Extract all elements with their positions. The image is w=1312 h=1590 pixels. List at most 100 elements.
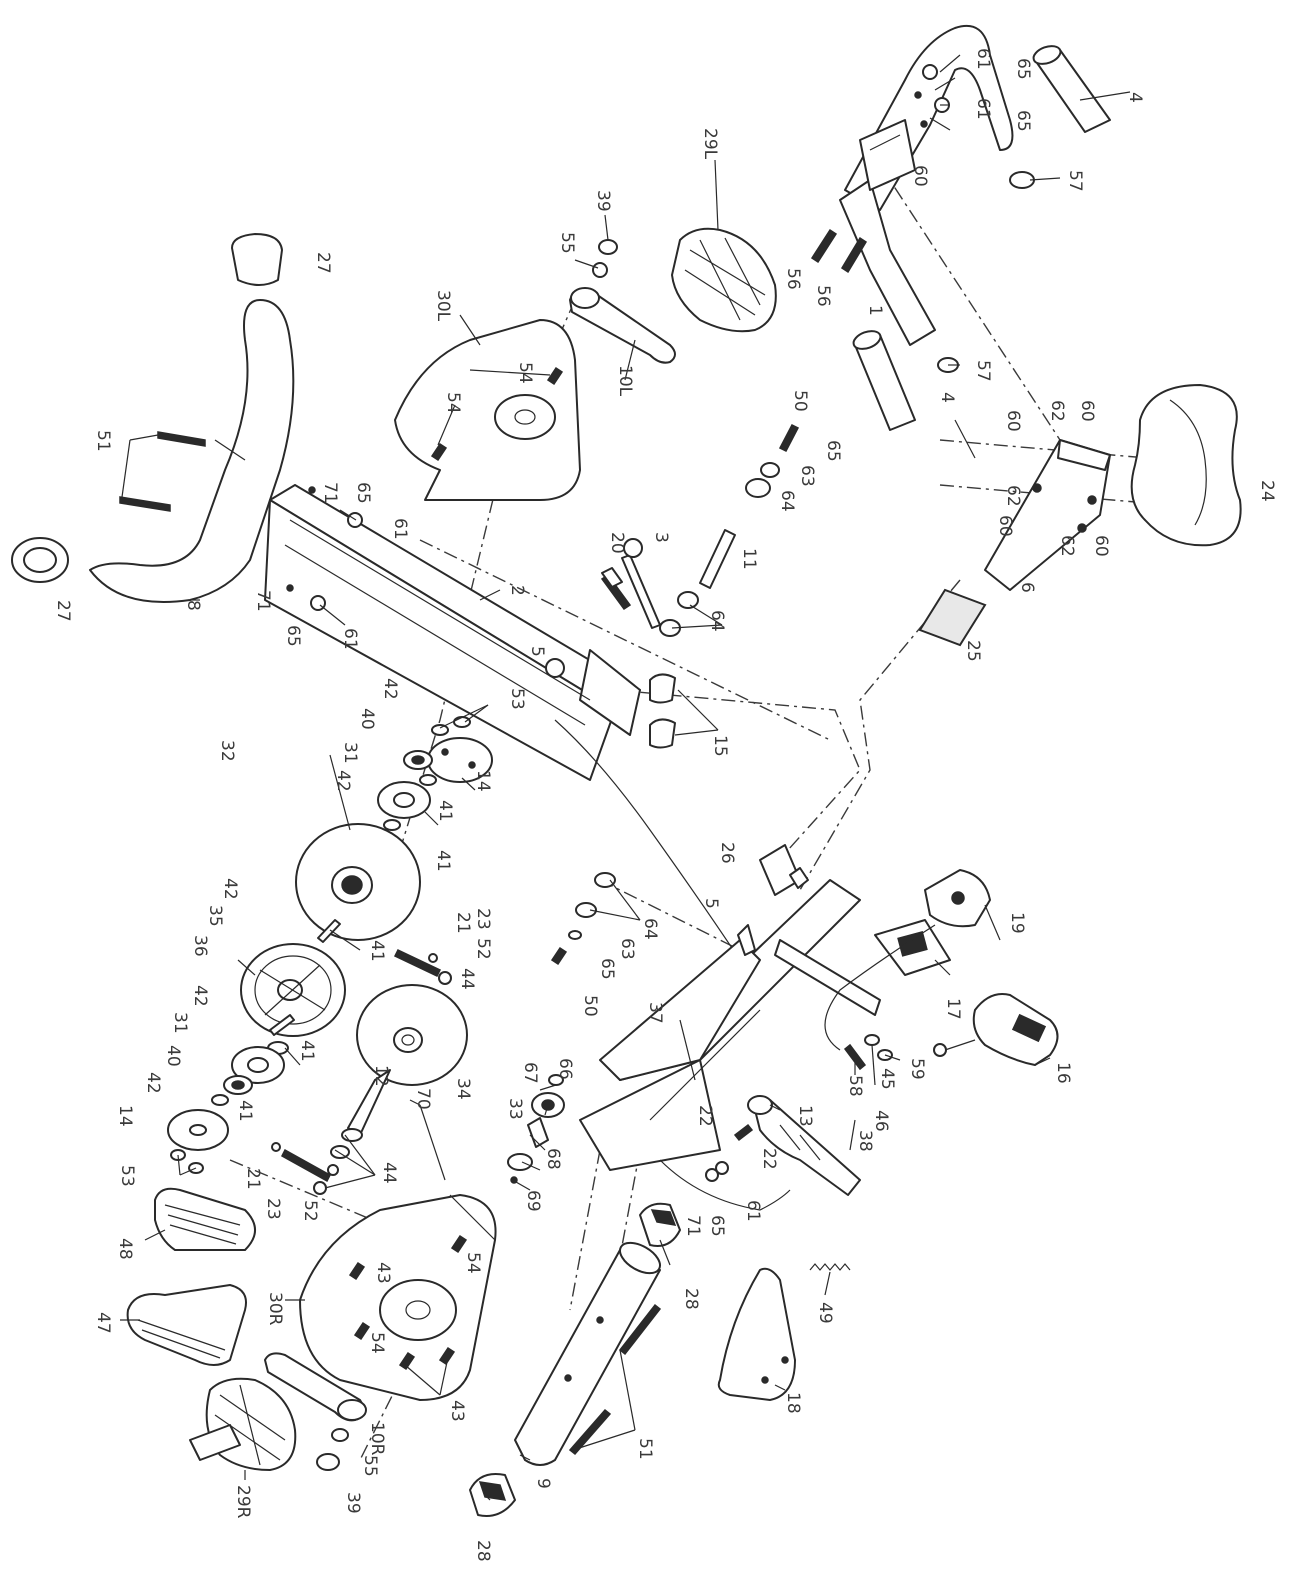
callout-3: 3 [651,532,671,543]
callout-60: 60 [995,515,1015,537]
tension-spring-set [843,1034,893,1071]
front-stabilizer [514,1241,661,1466]
callout-40: 40 [357,708,377,730]
callout-31: 31 [170,1012,190,1034]
callout-4: 4 [1125,92,1145,103]
callout-27: 27 [313,252,333,274]
callout-46: 46 [871,1110,891,1132]
callout-41: 41 [367,940,387,962]
seat-post-slider [918,588,987,647]
seat-post [984,439,1111,591]
callout-51: 51 [635,1438,655,1460]
callout-42: 42 [380,678,400,700]
callout-42: 42 [220,878,240,900]
callout-4: 4 [937,392,957,403]
callout-26: 26 [717,842,737,864]
callout-16: 16 [1053,1062,1073,1084]
front-handlebar [89,299,295,603]
callout-6: 6 [1017,582,1037,593]
callout-5: 5 [701,898,721,909]
callout-64: 64 [640,918,660,940]
callout-31: 31 [340,742,360,764]
callout-8: 8 [183,600,203,611]
callout-56: 56 [783,268,803,290]
callout-15: 15 [710,735,730,757]
callout-13: 13 [795,1105,815,1127]
callout-68: 68 [543,1148,563,1170]
upright-frame [579,879,881,1171]
rear-cover [717,1267,796,1401]
callout-44: 44 [379,1162,399,1184]
sensor [737,924,756,956]
stabilizer-bolts [568,1303,662,1456]
tension-adjuster [759,844,809,896]
chain-cover-right [299,1194,497,1401]
callout-39: 39 [343,1492,363,1514]
callout-18: 18 [783,1392,803,1414]
callout-labels: 4 57 61 65 61 65 60 56 56 1 29L 39 55 10… [53,48,1277,1562]
callout-65: 65 [707,1215,727,1237]
callout-43: 43 [373,1262,393,1284]
callout-53: 53 [507,688,527,710]
callout-71: 71 [253,590,273,612]
bearing-stack-upper [377,716,493,831]
callout-52: 52 [473,938,493,960]
callout-67: 67 [520,1062,540,1084]
callout-48: 48 [115,1238,135,1260]
callout-60: 60 [1077,400,1097,422]
idler-shaft [330,1069,391,1159]
callout-14: 14 [473,770,493,792]
callout-64: 64 [707,610,727,632]
callout-57: 57 [973,360,993,382]
callout-71: 71 [320,482,340,504]
callout-65: 65 [1013,110,1033,132]
stabilizer-end-cap [469,1473,516,1517]
bolt [621,538,661,629]
flywheel [295,823,421,941]
tensioner-hardware-upper [393,949,452,985]
console-bracket [874,919,951,976]
callout-33: 33 [505,1098,525,1120]
pedal-hardware [592,239,618,278]
bushings [659,423,800,637]
handlebar-grip [1032,45,1111,133]
callout-28: 28 [681,1288,701,1310]
pivot-hardware [550,872,616,966]
callout-65: 65 [1013,58,1033,80]
callout-5: 5 [527,646,547,657]
callout-71: 71 [683,1215,703,1237]
end-cap [11,537,69,583]
callout-41: 41 [435,800,455,822]
rear-stabilizer [747,1095,861,1196]
callout-27: 27 [53,600,73,622]
callout-57: 57 [1065,170,1085,192]
callout-61: 61 [743,1200,763,1222]
pedal-hardware [316,1428,349,1471]
callout-66: 66 [555,1058,575,1080]
callout-55: 55 [557,232,577,254]
callout-65: 65 [597,958,617,980]
tension-spring [809,1263,851,1271]
belt-pulley [240,943,346,1037]
callout-43: 43 [447,1400,467,1422]
console [933,993,1059,1066]
callout-39: 39 [593,190,613,212]
callout-10L: 10L [615,365,635,397]
callout-61: 61 [973,48,993,70]
callout-23: 23 [263,1198,283,1220]
callout-40: 40 [163,1045,183,1067]
callout-54: 54 [367,1332,387,1354]
callout-41: 41 [433,850,453,872]
callout-38: 38 [855,1130,875,1152]
callout-35: 35 [205,905,225,927]
callout-10R: 10R [367,1422,387,1456]
callout-14: 14 [115,1105,135,1127]
cable-assembly [659,1159,791,1211]
callout-28: 28 [473,1540,493,1562]
main-frame [264,484,741,961]
tension-knob [924,869,991,928]
callout-59: 59 [907,1058,927,1080]
callout-25: 25 [963,640,983,662]
callout-36: 36 [190,935,210,957]
callout-21: 21 [453,912,473,934]
